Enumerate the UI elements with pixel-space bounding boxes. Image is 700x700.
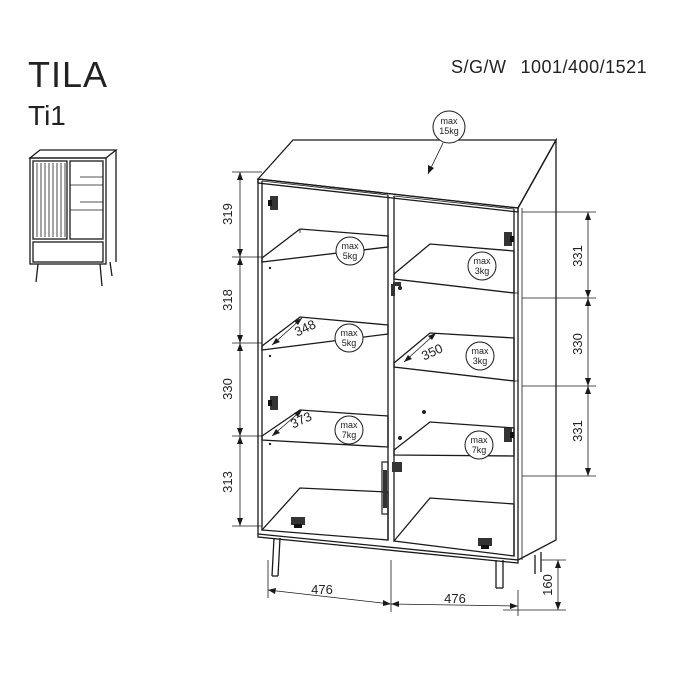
dim-right-331-top: 331 [570, 245, 585, 267]
variant-code: S/G/W [451, 57, 507, 77]
left-height-dimensions: 319 318 330 313 [220, 171, 262, 527]
dim-width-left: 476 [311, 582, 333, 597]
left-shelf-1 [261, 228, 389, 263]
hinge-icon [504, 428, 514, 442]
left-bottom-panel [260, 487, 389, 541]
svg-text:5kg: 5kg [343, 251, 358, 261]
load-badge-right-shelf-1: max 3kg [467, 251, 497, 281]
handle-icon [381, 461, 402, 515]
right-shelf-1 [393, 243, 515, 294]
leg-height-dimension: 160 [503, 559, 566, 611]
right-bottom-panel [392, 497, 515, 557]
hinge-icon [268, 196, 278, 210]
right-shelf-2 [393, 332, 515, 382]
dim-right-331-bottom: 331 [570, 420, 585, 442]
dim-depth-373: 373 [288, 409, 314, 432]
load-badge-left-shelf-1: max 5kg [335, 236, 365, 266]
svg-text:7kg: 7kg [472, 445, 487, 455]
svg-text:max: max [440, 116, 458, 126]
svg-text:5kg: 5kg [342, 338, 357, 348]
svg-text:max: max [341, 241, 359, 251]
svg-text:max: max [340, 328, 358, 338]
thumbnail-glass-door [69, 160, 104, 240]
dim-left-318: 318 [220, 289, 235, 311]
dim-width-right: 476 [444, 591, 466, 606]
svg-text:15kg: 15kg [439, 126, 459, 136]
main-cabinet [256, 137, 558, 589]
dim-depth-350: 350 [419, 341, 445, 364]
product-title: TILA [28, 54, 109, 95]
hinge-icon [291, 517, 305, 528]
dimensions-code: 1001/400/1521 [520, 57, 648, 77]
svg-text:max: max [473, 256, 491, 266]
svg-text:3kg: 3kg [473, 356, 488, 366]
cabinet-legs [271, 537, 542, 589]
hinge-icon [268, 396, 278, 410]
width-dimensions: 476 476 [267, 560, 519, 616]
dim-left-319: 319 [220, 203, 235, 225]
svg-text:max: max [340, 420, 358, 430]
product-subtitle: Ti1 [28, 100, 66, 131]
dim-left-330: 330 [220, 378, 235, 400]
dim-right-330: 330 [570, 333, 585, 355]
svg-text:max: max [470, 435, 488, 445]
svg-text:max: max [471, 346, 489, 356]
load-badge-right-shelf-2: max 3kg [465, 341, 495, 371]
hinge-icon [504, 232, 514, 246]
load-badge-left-shelf-3: max 7kg [334, 415, 364, 445]
right-shelf-3 [393, 421, 515, 457]
thumbnail-cabinet [28, 149, 118, 287]
left-shelf-3 [261, 409, 389, 448]
dim-left-313: 313 [220, 471, 235, 493]
thumbnail-slatted-door [32, 160, 68, 240]
thumbnail-drawer [32, 241, 104, 263]
left-shelf-2 [261, 316, 389, 351]
load-badge-right-shelf-3: max 7kg [464, 430, 494, 460]
right-height-dimensions: 331 330 331 [522, 211, 596, 477]
svg-text:7kg: 7kg [342, 430, 357, 440]
load-badge-left-shelf-2: max 5kg [334, 323, 364, 353]
svg-text:3kg: 3kg [475, 266, 490, 276]
handle-icon [391, 282, 401, 296]
load-badge-top: max 15kg [427, 110, 466, 175]
product-code: S/G/W 1001/400/1521 [451, 57, 647, 78]
dim-leg-160: 160 [540, 574, 555, 596]
hinge-icon [478, 538, 492, 549]
